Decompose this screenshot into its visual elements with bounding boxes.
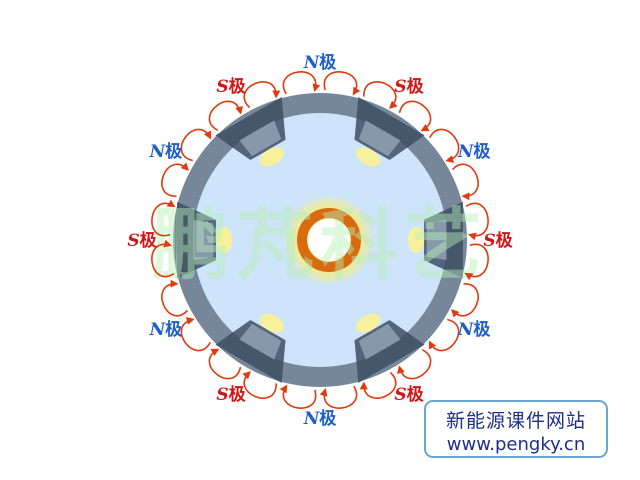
flux-arrow [429,128,460,163]
tooth-glow-spot [260,147,284,167]
flux-arrow [279,384,317,409]
brand-title: 新能源课件网站 [445,410,586,432]
rotor-shaft-ring [297,208,361,272]
stator-teeth [177,97,463,383]
flux-arrow [363,81,398,109]
flux-arrow [359,371,397,399]
n-pole-label: N极 [457,142,491,162]
flux-arrow [282,71,321,95]
rotor-shaft-hole [308,219,350,261]
pole-labels: N极 S极 N极 S极 N极 S极 N极 S极 N极 S极 N极 S极 [127,53,512,429]
s-pole-label: S极 [394,385,423,405]
s-pole-label: S极 [394,77,423,97]
n-pole-label: N极 [303,409,337,429]
tooth-glow-spot [260,313,284,333]
s-pole-label: S极 [483,231,512,251]
stator-tooth-face [358,120,401,157]
stator-tooth-face [239,323,282,360]
flux-arrow [397,349,432,380]
n-pole-label: N极 [457,320,491,340]
watermark-text: 鹏芃科艺 [152,201,488,291]
flux-arrow [428,318,460,352]
flux-arrow [242,371,277,399]
flux-arrow [319,385,358,409]
flux-arrow [151,239,175,278]
brand-box: 新能源课件网站 www.pengky.cn [424,400,608,458]
flux-arrow [398,100,432,132]
flux-arrow [323,71,361,96]
flux-arrow [180,128,212,162]
flux-arrows [151,71,489,409]
stator-tooth-face [426,219,447,261]
flux-arrow [208,100,243,131]
flux-arrow [243,81,281,109]
flux-arrow [464,243,489,281]
flux-arrow [180,317,211,352]
s-pole-label: S极 [127,231,156,251]
flux-arrow [465,202,489,241]
tooth-glow-spot [356,147,380,167]
n-pole-label: N极 [303,53,337,73]
flux-arrow [151,199,176,237]
n-pole-label: N极 [149,142,183,162]
flux-arrow [451,283,479,318]
s-pole-label: S极 [216,77,245,97]
tooth-glow-spot [356,313,380,333]
n-pole-label: N极 [149,320,183,340]
stator-tooth-face [358,323,401,360]
brand-url: www.pengky.cn [446,434,586,455]
flux-arrow [161,162,189,197]
flux-arrow [161,279,189,317]
stator-tooth-face [193,219,214,261]
tooth-glow-spot [216,227,232,253]
flux-arrow [208,348,242,380]
stator-tooth-face [239,120,282,157]
flux-arrow [451,163,479,201]
s-pole-label: S极 [216,385,245,405]
tooth-glow-spot [408,227,424,253]
